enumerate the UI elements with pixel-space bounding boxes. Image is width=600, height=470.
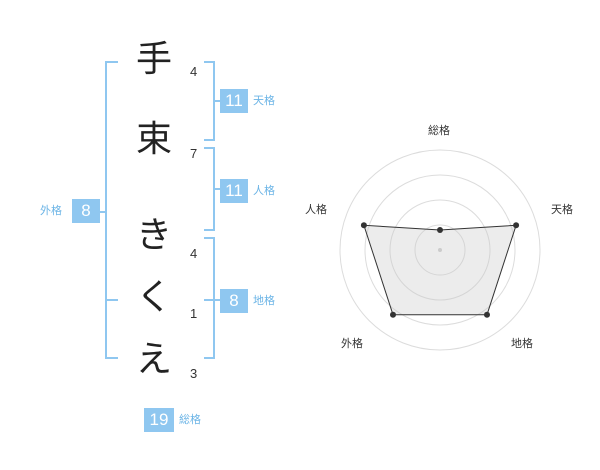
radar-point-1 xyxy=(437,227,443,233)
radar-ring-4 xyxy=(339,149,541,351)
name-char-3: き xyxy=(135,215,172,256)
name-char-2: 束 xyxy=(135,119,172,160)
radar-axis-label-chikaku: 地格 xyxy=(511,337,533,350)
stroke-count-2: 7 xyxy=(190,146,198,161)
chikaku-bracket xyxy=(204,237,215,359)
radar-data-area xyxy=(363,224,517,316)
radar-point-3 xyxy=(484,311,490,318)
radar-axis-label-jinkaku: 人格 xyxy=(305,203,327,216)
name-char-1: 手 xyxy=(135,39,172,80)
soukaku-value: 19 xyxy=(144,408,174,432)
radar-chart xyxy=(339,149,541,351)
tenkaku-value: 11 xyxy=(220,89,248,113)
jinkaku-bracket xyxy=(204,147,215,231)
name-char-4: く xyxy=(135,277,172,318)
radar-point-4 xyxy=(390,311,396,318)
radar-axis-label-tenkaku: 天格 xyxy=(551,203,573,216)
bracket-lines xyxy=(96,61,222,359)
chikaku-label: 地格 xyxy=(253,294,275,307)
radar-ring-1 xyxy=(414,224,466,276)
stroke-count-5: 3 xyxy=(190,366,198,381)
radar-axis-label-soukaku: 総格 xyxy=(428,124,450,137)
chikaku-value: 8 xyxy=(220,289,248,313)
radar-ring-2 xyxy=(389,199,491,301)
soukaku-label: 総格 xyxy=(179,413,201,426)
stroke-count-4: 1 xyxy=(190,306,198,321)
radar-center-dot xyxy=(438,248,442,252)
gaikaku-label: 外格 xyxy=(40,204,62,217)
radar-axis-label-gaikaku: 外格 xyxy=(341,337,363,350)
gaikaku-bracket-outer xyxy=(105,61,118,359)
jinkaku-label: 人格 xyxy=(253,184,275,197)
stroke-count-3: 4 xyxy=(190,246,198,261)
radar-point-2 xyxy=(513,222,520,229)
tenkaku-bracket xyxy=(204,61,215,141)
radar-ring-3 xyxy=(364,174,516,326)
gaikaku-value: 8 xyxy=(72,199,100,223)
stroke-count-1: 4 xyxy=(190,64,198,79)
name-char-5: え xyxy=(135,339,172,380)
jinkaku-value: 11 xyxy=(220,179,248,203)
radar-point-5 xyxy=(360,222,367,229)
tenkaku-label: 天格 xyxy=(253,94,275,107)
